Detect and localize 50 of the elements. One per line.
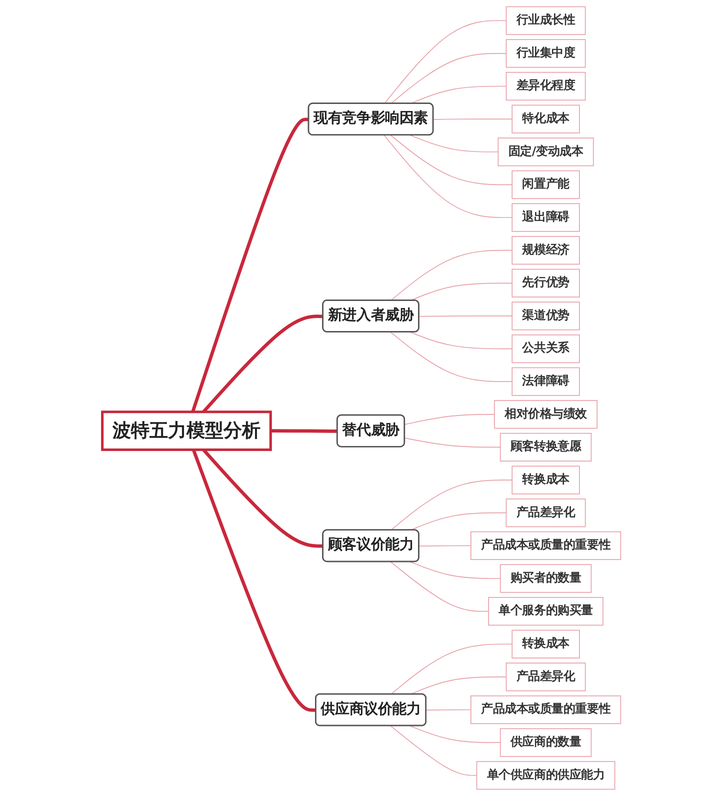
node-box: 公共关系 — [512, 334, 580, 364]
node-box: 渠道优势 — [512, 302, 580, 330]
node-box: 产品成本或质量的重要性 — [470, 695, 622, 724]
connector — [192, 449, 316, 712]
connector — [433, 118, 513, 120]
node-box: 波特五力模型分析 — [101, 410, 272, 452]
node-box: 闲置产能 — [512, 170, 580, 199]
node-box: 单个供应商的供应能力 — [476, 761, 616, 790]
connector — [418, 316, 513, 317]
node-box: 行业成长性 — [506, 6, 586, 35]
node-box: 转换成本 — [512, 630, 580, 658]
node-box: 退出障碍 — [512, 203, 580, 232]
node-box: 规模经济 — [512, 236, 580, 265]
connector — [390, 644, 513, 695]
node-box: 产品差异化 — [506, 662, 586, 692]
node-box: 顾客转换意愿 — [500, 432, 592, 462]
connector — [410, 561, 501, 579]
node-box: 单个服务的购买量 — [488, 597, 604, 626]
connector — [202, 448, 324, 548]
connector — [390, 480, 513, 531]
connector — [404, 414, 495, 425]
connector — [410, 332, 513, 350]
connector — [270, 429, 338, 433]
connector — [410, 134, 499, 152]
node-box: 相对价格与绩效 — [494, 400, 598, 429]
node-box: 先行优势 — [512, 268, 580, 298]
connector — [426, 709, 472, 711]
connector — [404, 438, 501, 448]
connector — [384, 20, 507, 104]
connector — [390, 561, 489, 612]
node-box: 转换成本 — [512, 466, 580, 494]
node-box: 固定/变动成本 — [498, 138, 594, 166]
connector — [390, 250, 513, 302]
node-box: 产品成本或质量的重要性 — [470, 531, 622, 560]
node-box: 法律障碍 — [512, 367, 580, 396]
node-box: 行业集中度 — [506, 39, 586, 68]
node-box: 特化成本 — [512, 104, 580, 134]
node-box: 产品差异化 — [506, 498, 586, 528]
node-box: 购买者的数量 — [500, 564, 592, 593]
connector — [191, 118, 309, 412]
connector — [390, 726, 478, 776]
connector — [410, 726, 501, 743]
connector — [390, 53, 507, 104]
node-box: 差异化程度 — [506, 72, 586, 101]
connector — [418, 545, 472, 547]
connector — [384, 134, 513, 218]
connector — [202, 314, 324, 413]
node-box: 供应商的数量 — [500, 728, 592, 757]
connector — [390, 332, 513, 382]
connector — [390, 134, 513, 186]
